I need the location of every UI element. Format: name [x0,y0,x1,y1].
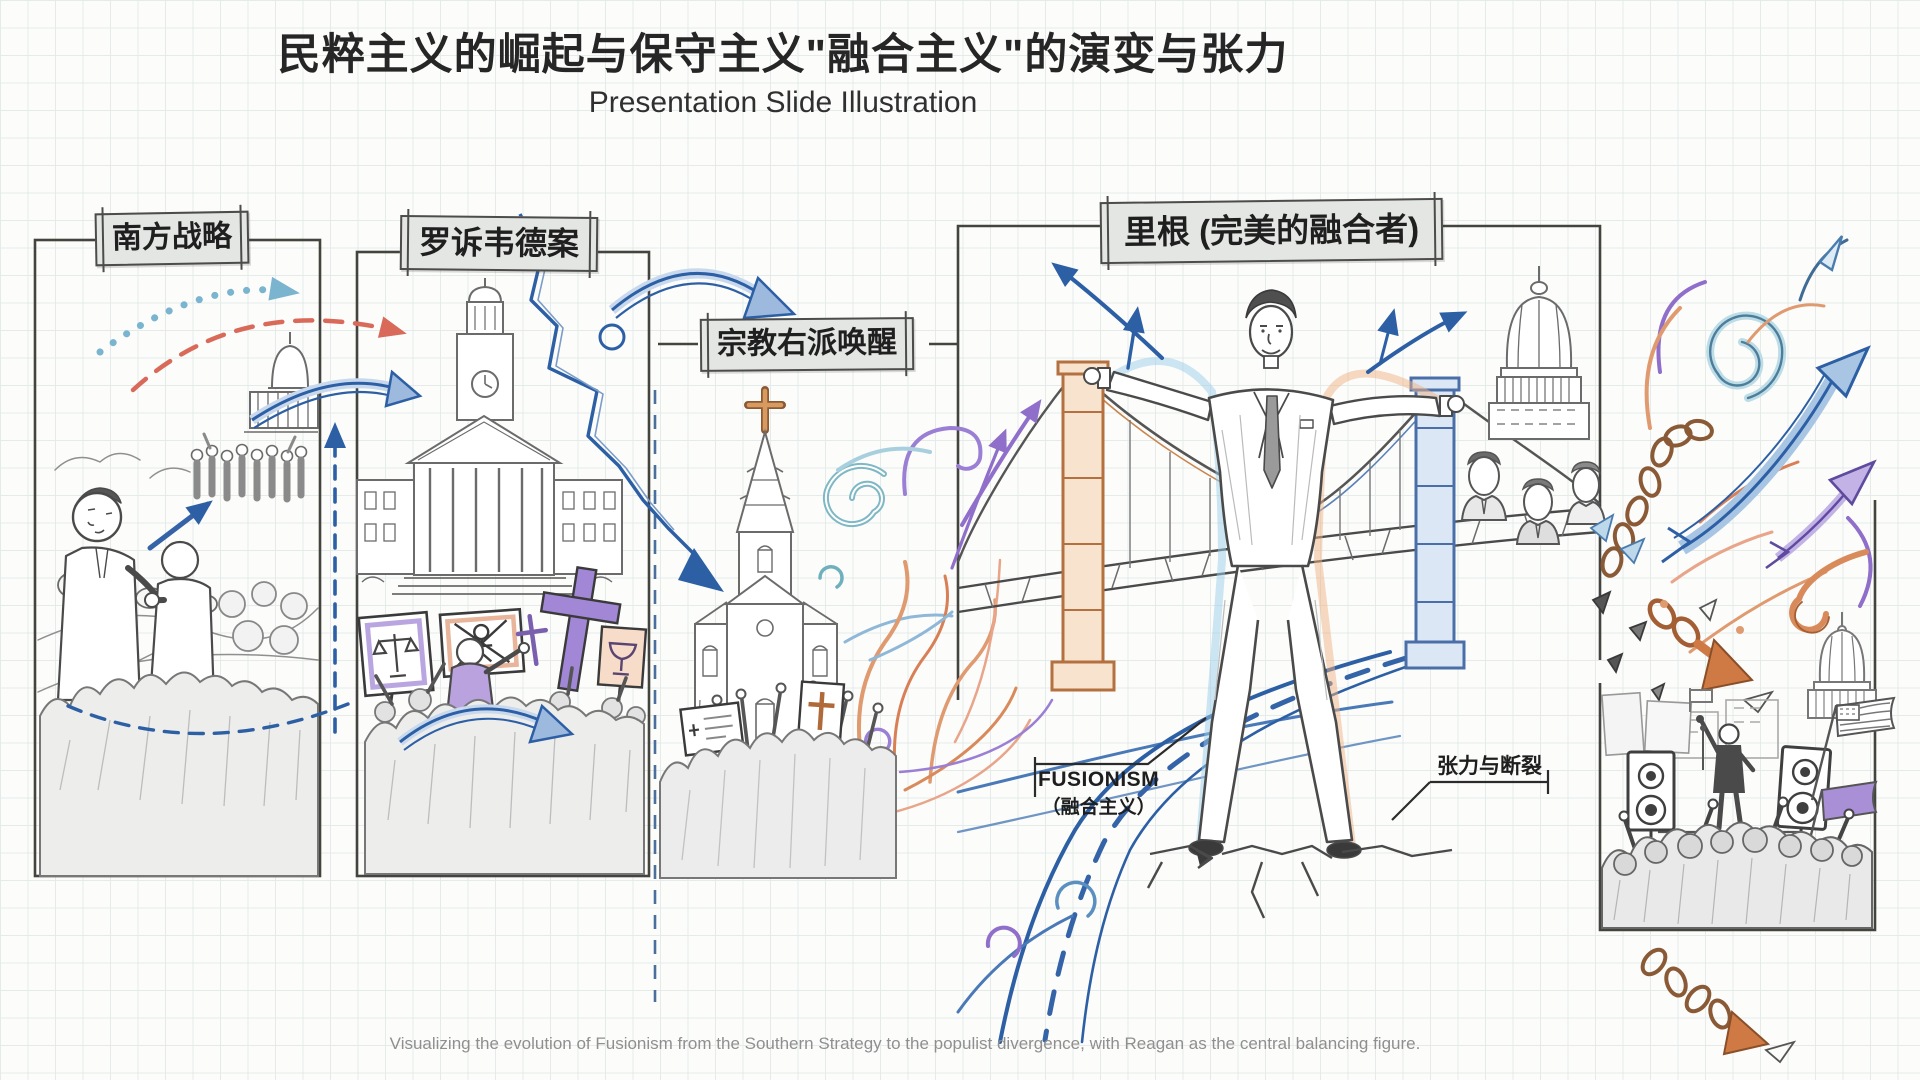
rally-backdrop [1601,691,1779,759]
southern-strategy-scene [37,276,407,877]
courthouse-sketch [356,278,623,595]
fusionism-leader-line [1033,717,1207,797]
divergence-arrow-blue [1661,345,1871,564]
label-southern-strategy: 南方战略 [94,210,250,266]
rally-capitol-icon [1807,612,1877,719]
blue-arrow [147,500,213,551]
handshake-hands [144,592,160,608]
left-arm [1105,370,1214,422]
divergence-swirls [1644,235,1873,654]
rally-scene [1601,612,1896,929]
church-cross-icon [744,386,786,434]
arc-arrow-panel1-to-panel2 [249,369,423,429]
label-reagan: 里根 (完美的融合者) [1099,197,1444,265]
crowd-sketch [39,581,319,877]
ground-cracks [1146,844,1453,919]
arc-arrow-to-church [397,703,575,751]
red-dashed-arrow [130,316,407,393]
crack-arrowhead [678,548,724,592]
title-block: 民粹主义的崛起与保守主义"融合主义"的演变与张力 Presentation Sl… [278,20,1289,120]
arc-arrow-roe-to-religious [608,268,797,320]
protest-sign-chalice [596,625,648,689]
divergence-arrow-purple [1765,459,1877,570]
panel1-arrows [66,276,407,736]
purple-cross [539,565,622,693]
handshake-figures [56,487,216,702]
capitol-dome-icon [1488,266,1590,440]
left-aura [1107,356,1227,843]
reagan-scene [950,262,1607,1044]
slide-caption: Visualizing the evolution of Fusionism f… [389,1034,1421,1053]
fusionism-annotation: FUSIONISM （融合主义） [1038,768,1159,819]
reagan-arrows [950,262,1468,570]
label-roe-v-wade: 罗诉韦德案 [399,214,599,272]
bottom-chain [1640,947,1771,1056]
right-leg [1286,564,1354,844]
label-religious-right: 宗教右派唤醒 [699,317,915,372]
stage-flag [1689,688,1713,712]
slide-subtitle: Presentation Slide Illustration [588,86,978,119]
dotted-arrow [96,276,300,356]
slide-title: 民粹主义的崛起与保守主义"融合主义"的演变与张力 [277,31,1289,79]
reagan-figure [1083,289,1465,859]
loudspeaker-left [1626,750,1676,862]
bridge-tower-right [1404,376,1466,670]
people-row-sketch [190,432,308,503]
speaker-figure [1696,715,1756,831]
fusionism-annotation-en: FUSIONISM [1038,768,1160,791]
small-purple-cross [515,613,549,667]
flame-strokes [856,558,1054,818]
broken-chain [1600,418,1714,578]
tie [1263,395,1281,489]
tension-leader-line [1391,770,1550,821]
protest-arms [374,662,628,706]
divergence-scene [1589,235,1896,1064]
roe-scene [249,213,797,875]
swirl-decorations [818,425,983,752]
politician-faces [1460,451,1607,545]
church-scene [659,386,1054,879]
fragments [1589,513,1797,1064]
fusionism-annotation-zh: （融合主义） [1041,797,1156,818]
protest-crowd-band [364,696,645,875]
reagan-head [1245,289,1297,369]
bottom-dashed-curve [66,702,350,736]
bridge-tower-left [1050,360,1116,692]
capitol-icon [244,332,319,433]
us-flag-icon [1810,696,1896,801]
tension-annotation: 张力与断裂 [1437,755,1542,778]
protest-sign-scales [357,610,435,698]
chain-arrow [1647,598,1754,692]
protest-crowd [357,565,648,875]
revival-crowd [659,680,897,879]
crack-arrow [518,213,724,592]
rally-crowd [1601,796,1873,929]
